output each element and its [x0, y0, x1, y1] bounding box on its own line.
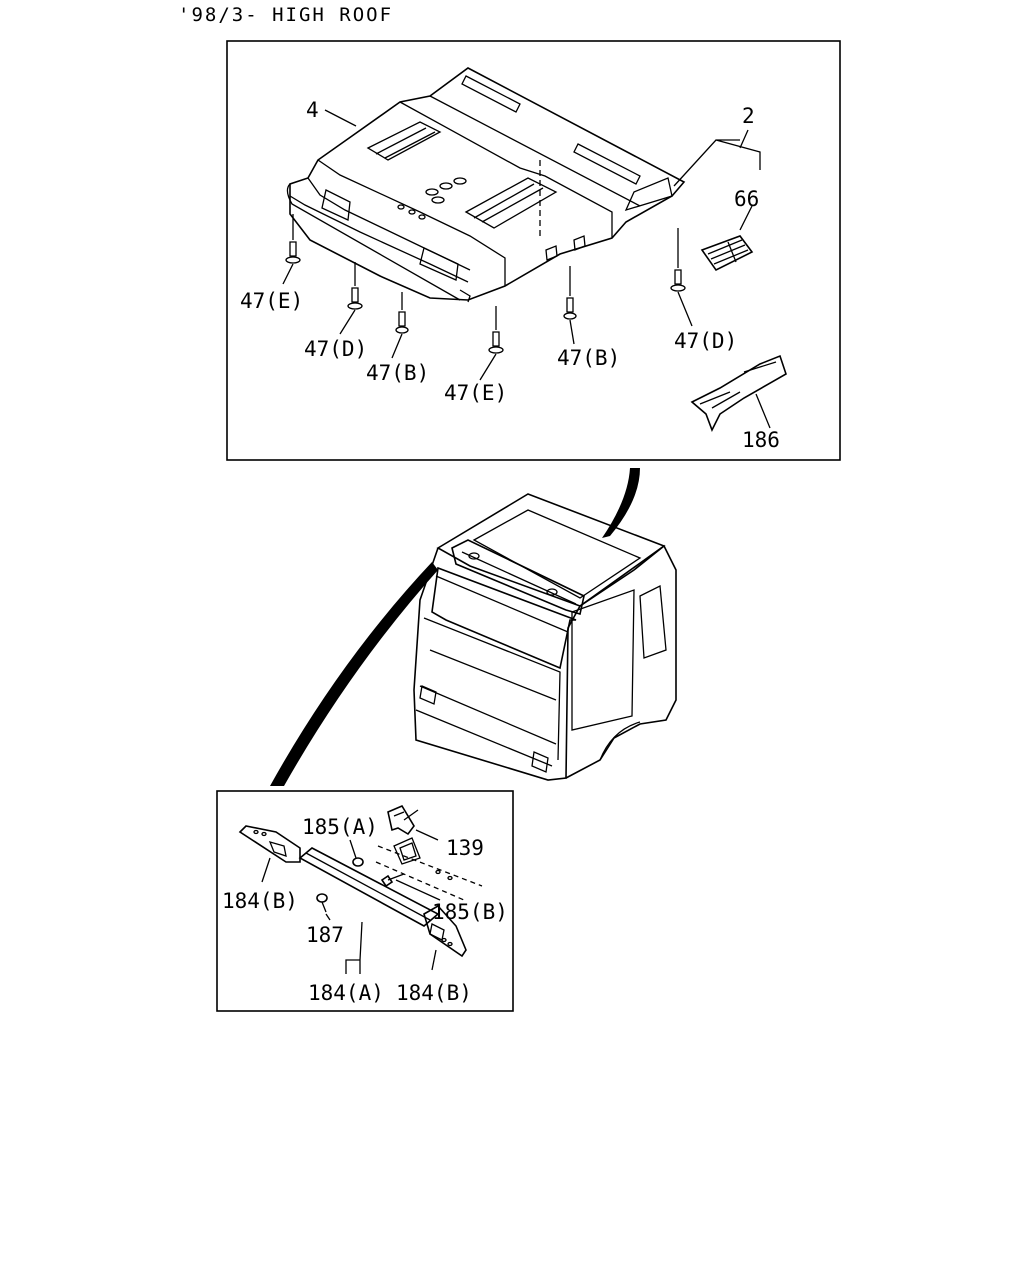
page-title: '98/3- HIGH ROOF: [178, 4, 394, 26]
callout-185a: 185(A): [302, 815, 378, 839]
nut-185a[interactable]: [352, 857, 364, 867]
roof-detail-frame: [226, 40, 841, 461]
leader-2: [673, 129, 761, 187]
callout-2: 2: [742, 104, 755, 128]
truck-cab-illustration: [270, 468, 677, 786]
callout-184b-left: 184(B): [222, 889, 298, 913]
leader-185b: [395, 879, 441, 901]
visor-detail-panel: 185(A) 139 184(B) 185(B) 187 184(A) 184(…: [216, 790, 514, 1012]
callout-187: 187: [306, 923, 344, 947]
callout-185b: 185(B): [432, 900, 508, 924]
end-cap-184b-left[interactable]: [238, 825, 301, 863]
clip-47b-left[interactable]: [391, 292, 409, 359]
callout-139: 139: [446, 836, 484, 860]
callout-47e-mid: 47(E): [444, 381, 507, 405]
roof-liner-part[interactable]: [286, 67, 686, 303]
leader-184b-left: [261, 857, 271, 883]
callout-47b-left: 47(B): [366, 361, 429, 385]
clip-47e-left[interactable]: [282, 214, 301, 285]
callout-4: 4: [306, 98, 319, 122]
roof-detail-panel: 4 2 66 47(E) 47(D) 47(B) 47(E) 47(B) 47(…: [226, 40, 841, 461]
screw-185b[interactable]: [380, 873, 405, 888]
pointer-to-visor: [270, 562, 438, 786]
leader-187: [325, 913, 331, 921]
end-cap-184b-right[interactable]: [423, 904, 467, 958]
callout-47b-right: 47(B): [557, 346, 620, 370]
callout-186: 186: [742, 428, 780, 452]
clip-47d-left[interactable]: [339, 262, 363, 335]
pointer-to-roof: [602, 468, 640, 538]
leader-184b-right: [431, 949, 437, 971]
leader-66: [739, 205, 753, 231]
callout-47e-left: 47(E): [240, 289, 303, 313]
callout-66: 66: [734, 187, 759, 211]
leader-184a: [345, 921, 363, 974]
clip-187[interactable]: [316, 893, 328, 913]
clip-47b-right[interactable]: [563, 266, 577, 345]
callout-47d-left: 47(D): [304, 337, 367, 361]
visor-detail-frame: [216, 790, 514, 1012]
trim-part-186[interactable]: [690, 354, 787, 432]
callout-184a: 184(A): [308, 981, 384, 1005]
callout-47d-right: 47(D): [674, 329, 737, 353]
leader-139: [403, 809, 439, 841]
bracket-part-139[interactable]: [375, 804, 483, 901]
leader-185a: [349, 839, 357, 859]
clip-47e-mid[interactable]: [479, 306, 504, 381]
sun-visor-part-184a[interactable]: [298, 847, 440, 927]
leader-4: [324, 109, 357, 127]
callout-184b-right: 184(B): [396, 981, 472, 1005]
clip-47d-right[interactable]: [670, 228, 693, 327]
vent-grille-part-66[interactable]: [700, 235, 754, 272]
